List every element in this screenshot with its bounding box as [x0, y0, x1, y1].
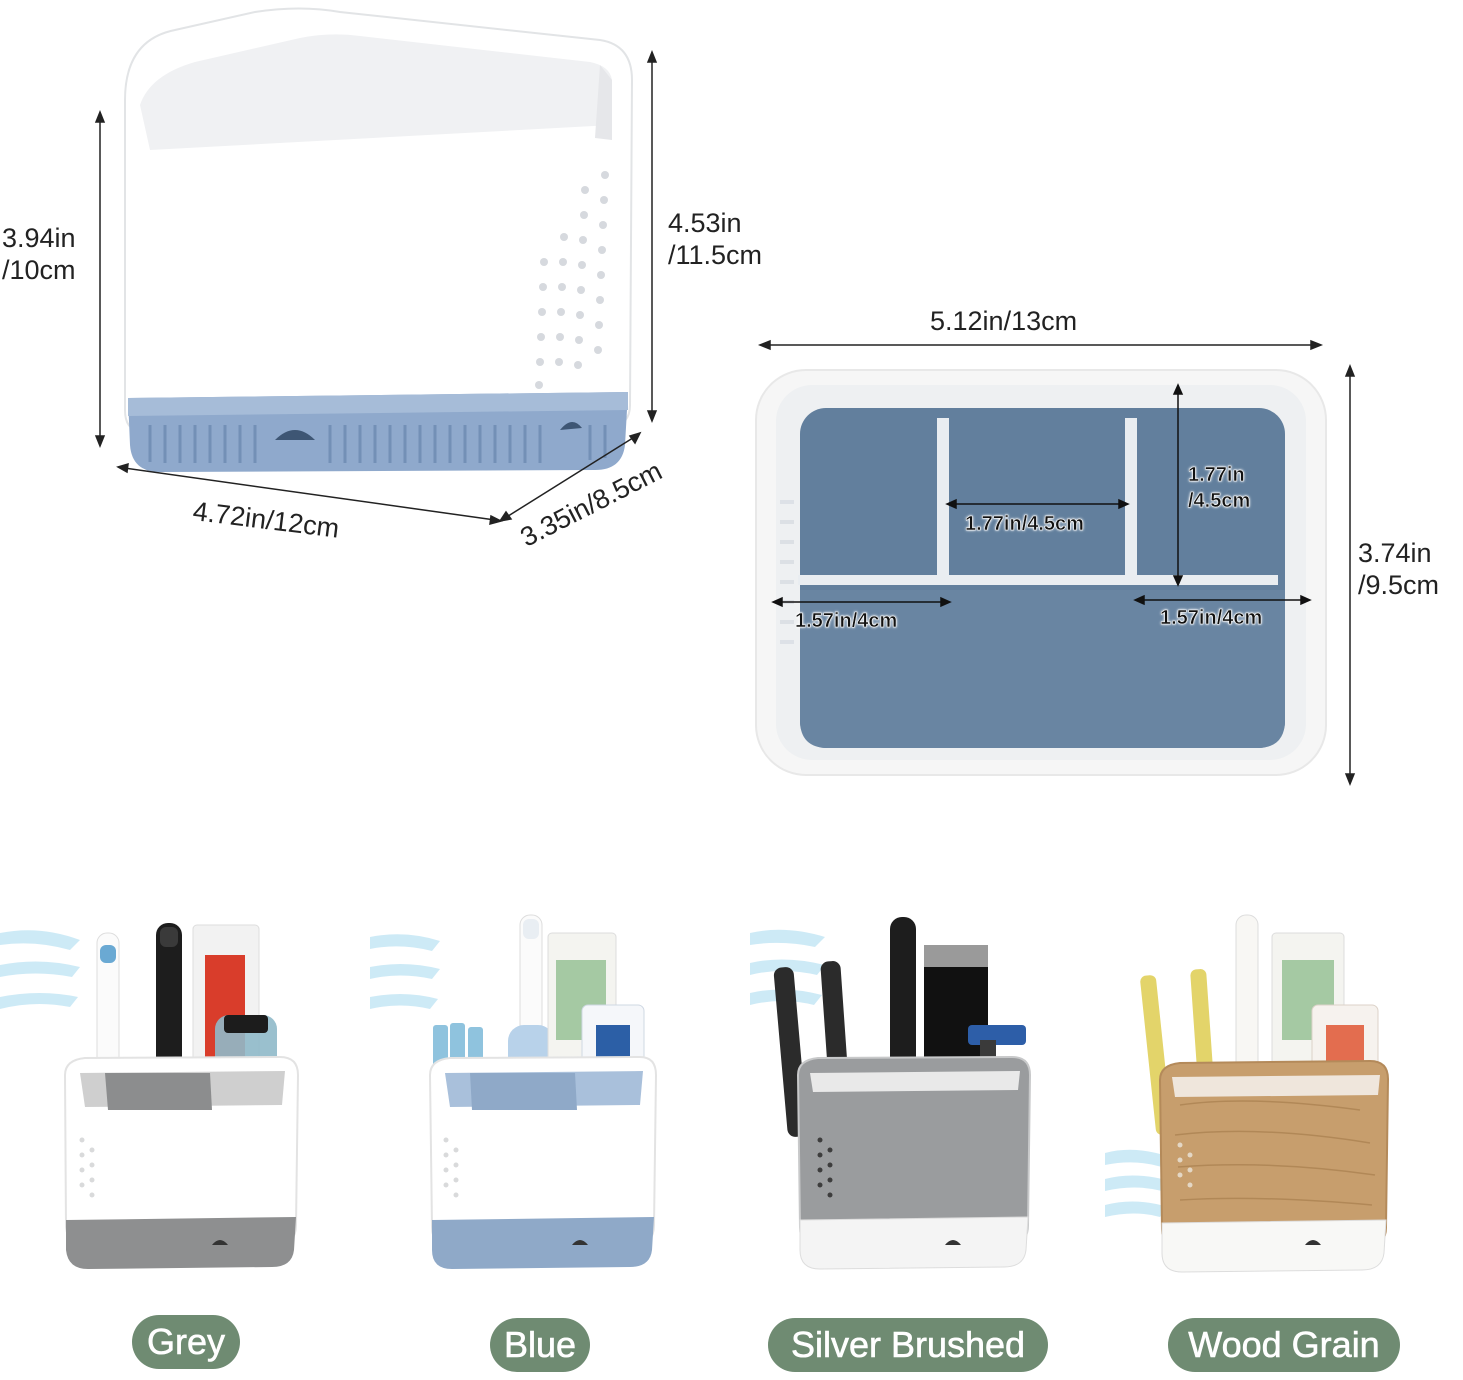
top-width-label: 5.12in/13cm	[930, 306, 1078, 336]
variant-label-blue: Blue	[490, 1318, 590, 1372]
side-left-label: 1.57in/4cm	[795, 610, 898, 633]
side-right-label: 1.57in/4cm	[1160, 607, 1263, 630]
variant-wood-grain: Wood Grain	[1100, 905, 1463, 1375]
top-depth-label: 3.74in /9.5cm	[1358, 538, 1440, 600]
variant-grey: Grey	[0, 905, 340, 1375]
compartment-width-label: 1.77in/4.5cm	[965, 513, 1084, 536]
height-outer-label: 4.53in /11.5cm	[668, 208, 763, 270]
variant-label-grey: Grey	[132, 1315, 240, 1369]
product-top-view: 5.12in/13cm 3.74in /9.5cm 1.77in/4.5cm 1…	[740, 290, 1463, 800]
height-inner-label: 3.94in /10cm	[2, 223, 76, 285]
variant-label-silver-brushed: Silver Brushed	[768, 1318, 1048, 1372]
variant-label-wood-grain: Wood Grain	[1168, 1318, 1400, 1372]
compartment-depth-label: 1.77in /4.5cm	[1188, 464, 1251, 513]
grey-holder-illustration	[0, 923, 300, 1269]
wood-holder-illustration	[1105, 914, 1390, 1273]
top-view-illustration	[755, 339, 1356, 787]
variant-blue: Blue	[360, 905, 690, 1375]
product-3d-view: 3.94in /10cm 4.53in /11.5cm 4.72in/12cm …	[0, 0, 762, 560]
blue-holder-illustration	[370, 914, 658, 1269]
variant-silver-brushed: Silver Brushed	[740, 905, 1080, 1375]
product-3d-illustration	[94, 7, 658, 526]
silver-holder-illustration	[750, 917, 1032, 1270]
